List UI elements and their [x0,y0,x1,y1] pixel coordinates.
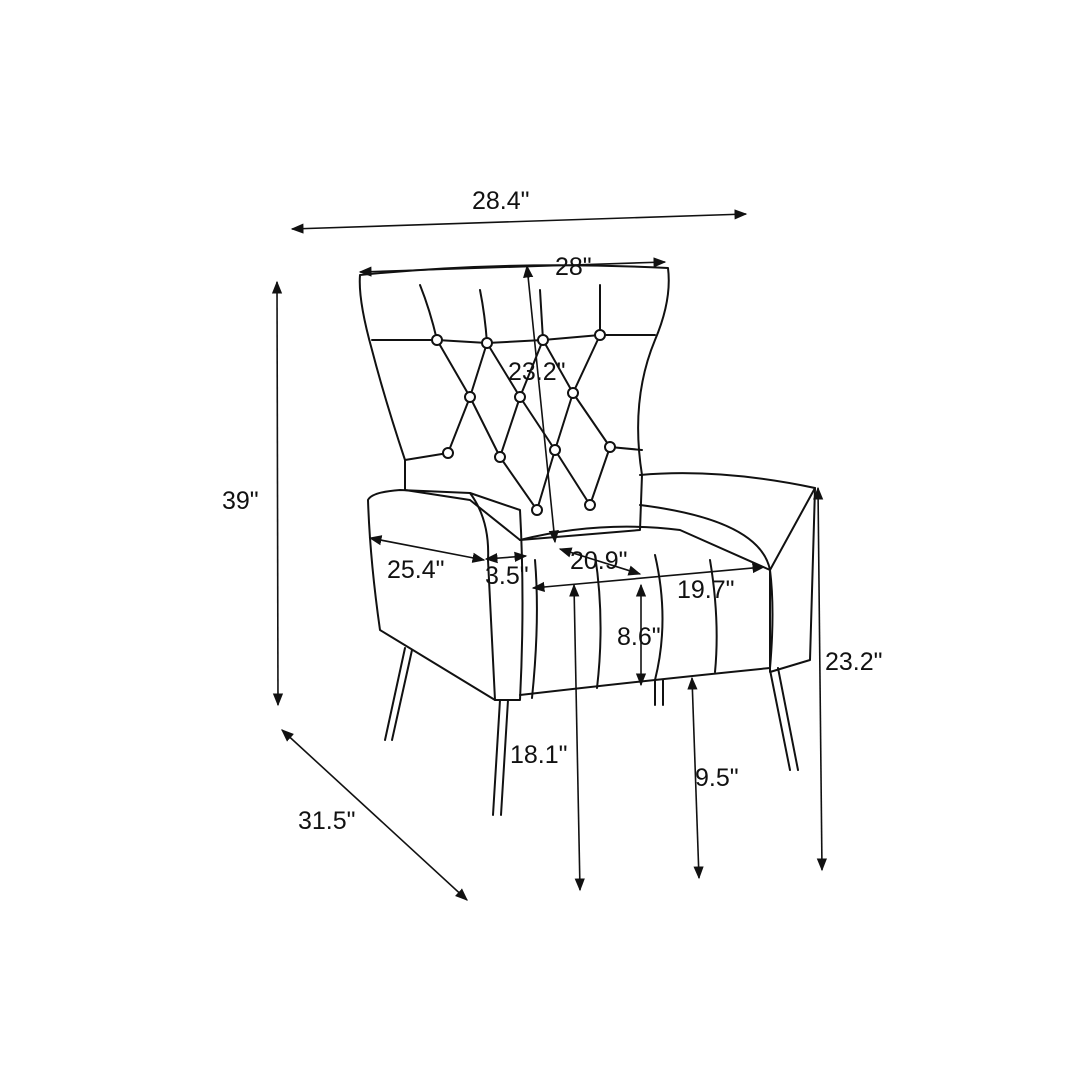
dim-seat-height: 18.1" [510,741,568,769]
dim-arm-height: 23.2" [825,648,883,676]
dim-back-height: 23.2" [508,358,566,386]
dim-seat-thickness: 8.6" [617,623,661,651]
dim-seat-depth-arm: 25.4" [387,556,445,584]
dim-arm-width: 3.5" [485,562,529,590]
dim-seat-width: 19.7" [677,576,735,604]
dim-overall-depth: 31.5" [298,807,356,835]
dim-overall-width: 28.4" [472,187,530,215]
dim-leg-height: 9.5" [695,764,739,792]
dim-seat-depth: 20.9" [570,547,628,575]
dim-overall-height: 39" [222,487,259,515]
dim-back-width: 28" [555,253,592,281]
